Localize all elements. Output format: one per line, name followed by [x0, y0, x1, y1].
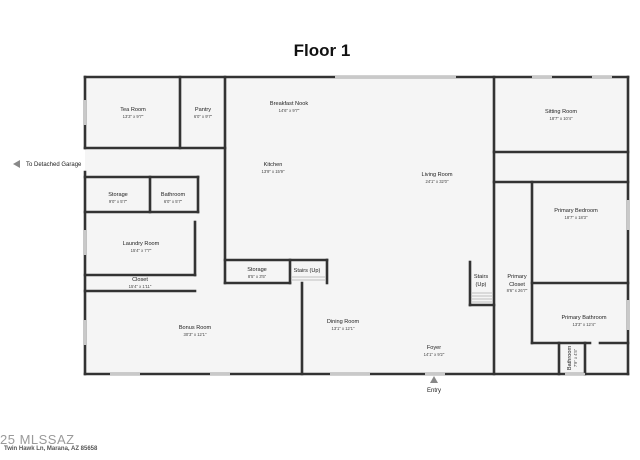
room-dims: 13'3" x 9'7" 6'0" x 9'7" 14'6" x 9'7" 18…	[109, 108, 596, 367]
room-dims: 8'5" x 3'5"	[248, 274, 267, 279]
room-name: Sitting Room	[545, 109, 577, 115]
room-dims: 13'3" x 12'4"	[573, 322, 596, 327]
windows	[83, 75, 630, 376]
room-dims: 13'1" x 12'1"	[332, 326, 355, 331]
room-name: Bathroom	[567, 346, 573, 371]
room-dims: 18'7" x 18'3"	[565, 215, 588, 220]
room-name: Pantry	[195, 107, 211, 113]
room-dims: 6'0" x 9'7"	[194, 114, 213, 119]
room-name: Dining Room	[327, 319, 360, 325]
room-name: Closet	[132, 277, 148, 283]
room-name: Primary Bedroom	[554, 208, 598, 214]
entry-label: Entry	[427, 388, 441, 394]
room-name: Primary	[507, 274, 526, 280]
room-name: Bonus Room	[179, 325, 212, 331]
room-dims: 30'3" x 12'1"	[184, 332, 207, 337]
stairs-up-label: (Up)	[476, 282, 487, 288]
room-name: Kitchen	[264, 162, 283, 168]
address-text: Twin Hawk Ln, Marana, AZ 85658	[4, 446, 98, 452]
room-name: Living Room	[421, 172, 452, 178]
room-name: Storage	[247, 267, 267, 273]
room-dims: 24'1" x 32'0"	[426, 179, 449, 184]
garage-arrow-icon	[13, 160, 20, 168]
watermark-text: 25 MLSSAZ	[0, 432, 75, 447]
room-dims: 18'7" x 10'4"	[550, 116, 573, 121]
room-dims: 7'9" x 4'5"	[573, 348, 578, 367]
room-name: Bathroom	[161, 192, 186, 198]
primary-closet-dims: 8'6" x 26'7"	[507, 288, 528, 293]
room-name: Stairs (Up)	[294, 268, 321, 274]
room-dims: 14'6" x 9'7"	[279, 108, 300, 113]
room-name: Primary Bathroom	[561, 315, 606, 321]
floor-title: Floor 1	[294, 41, 351, 60]
primary-closet-word: Closet	[509, 282, 525, 288]
room-dims: 9'0" x 5'7"	[109, 199, 128, 204]
room-dims: 14'1" x 9'2"	[424, 352, 445, 357]
room-dims: 13'3" x 9'7"	[123, 114, 144, 119]
entry-arrow-icon	[430, 376, 438, 383]
room-name: Stairs	[474, 274, 489, 280]
room-names: Tea Room Pantry Breakfast Nook Sitting R…	[108, 101, 607, 370]
room-dims: 15'4" x 1'11"	[129, 284, 152, 289]
floor-area	[85, 77, 628, 374]
room-dims: 6'0" x 5'7"	[164, 199, 183, 204]
room-dims: 15'4" x 7'7"	[131, 248, 152, 253]
room-name: Foyer	[427, 345, 441, 351]
room-dims: 13'9" x 15'9"	[262, 169, 285, 174]
room-name: Breakfast Nook	[270, 101, 308, 107]
garage-label: To Detached Garage	[26, 162, 82, 168]
room-name: Tea Room	[120, 107, 146, 113]
room-name: Storage	[108, 192, 128, 198]
room-name: Laundry Room	[123, 241, 160, 247]
stair-treads	[292, 276, 492, 303]
